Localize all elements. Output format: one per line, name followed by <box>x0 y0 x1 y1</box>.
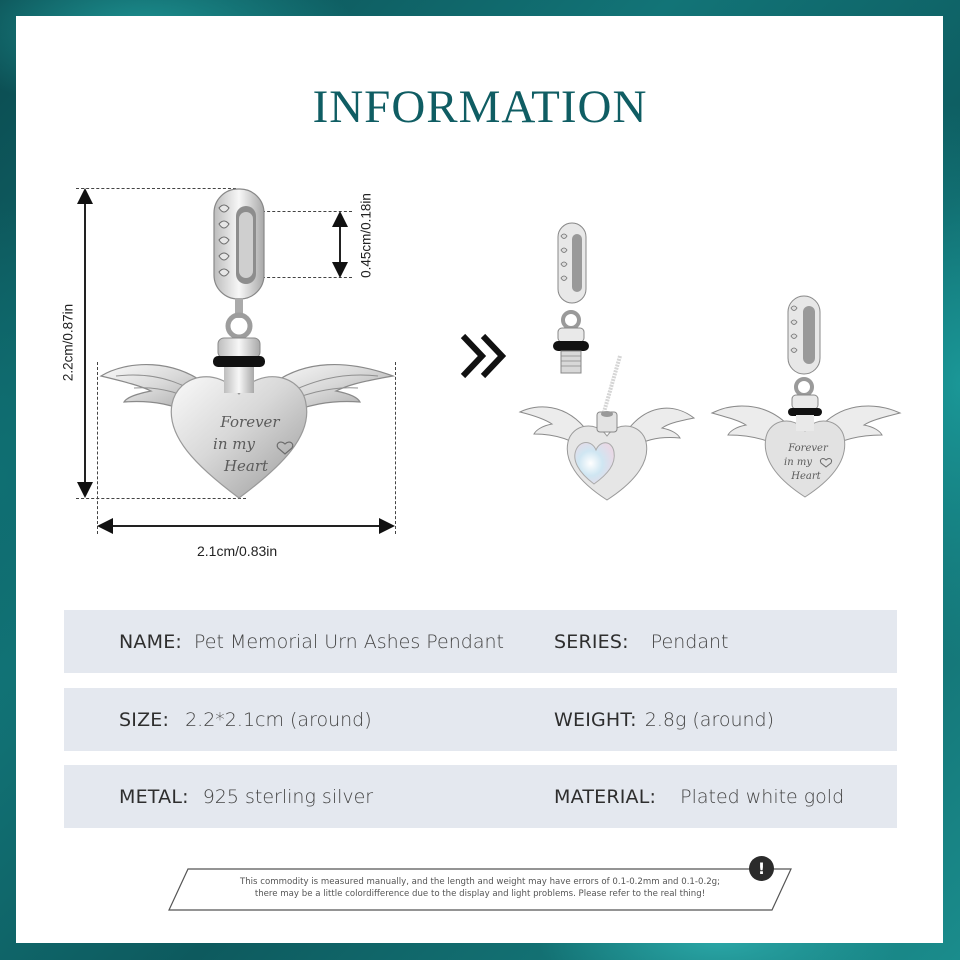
width-line <box>110 525 384 527</box>
series-label: SERIES: <box>554 630 629 653</box>
name-value: Pet Memorial Urn Ashes Pendant <box>194 630 504 653</box>
width-right-guide <box>395 362 396 534</box>
disclaimer-line-1: This commodity is measured manually, and… <box>239 877 721 887</box>
width-left-guide <box>97 362 98 534</box>
spec-row-size-weight: SIZE: 2.2*2.1cm (around) WEIGHT: 2.8g (a… <box>64 688 897 751</box>
disclaimer-text: This commodity is measured manually, and… <box>0 876 960 900</box>
weight-label: WEIGHT: <box>554 708 637 731</box>
hole-line <box>339 222 341 268</box>
double-chevron-right-icon <box>460 333 507 379</box>
metal-value: 925 sterling silver <box>202 785 374 808</box>
pendant-bail-part-image <box>553 222 589 374</box>
arrow-left-icon <box>97 518 113 534</box>
exclamation-icon: ! <box>749 856 774 881</box>
pendant-assembled-image: Forever in my Heart <box>710 295 902 498</box>
svg-text:in my: in my <box>784 457 812 468</box>
disclaimer-line-2: there may be a little colordifference du… <box>254 889 706 899</box>
width-label: 2.1cm/0.83in <box>197 543 278 559</box>
arrow-down-icon <box>332 262 348 278</box>
metal-label: METAL: <box>119 785 189 808</box>
spec-row-metal-material: METAL: 925 sterling silver MATERIAL: Pla… <box>64 765 897 828</box>
arrow-right-icon <box>379 518 395 534</box>
hole-bottom-guide <box>262 277 352 278</box>
pendant-main-image: Forever in my Heart <box>99 188 396 499</box>
svg-text:Forever: Forever <box>787 443 829 454</box>
height-top-guide <box>76 188 236 189</box>
weight-value: 2.8g (around) <box>644 708 775 731</box>
height-label: 2.2cm/0.87in <box>60 303 76 382</box>
engraving-line-1: Forever <box>219 413 280 431</box>
size-value: 2.2*2.1cm (around) <box>185 708 372 731</box>
height-line <box>84 200 86 486</box>
material-label: MATERIAL: <box>554 785 657 808</box>
engraved-heart-icon <box>276 441 294 455</box>
name-label: NAME: <box>119 630 183 653</box>
engraving-line-2: in my <box>213 435 255 453</box>
spec-row-name-series: NAME: Pet Memorial Urn Ashes Pendant SER… <box>64 610 897 673</box>
arrow-up-icon <box>332 211 348 227</box>
engraving-line-3: Heart <box>223 457 269 475</box>
disclaimer-box <box>168 868 792 911</box>
material-value: Plated white gold <box>680 785 845 808</box>
page-title: INFORMATION <box>312 81 648 133</box>
svg-text:Heart: Heart <box>790 471 821 482</box>
size-label: SIZE: <box>119 708 170 731</box>
arrow-up-icon <box>77 188 93 204</box>
hole-top-guide <box>262 211 352 212</box>
pendant-opal-body-image <box>518 355 696 501</box>
series-value: Pendant <box>650 630 729 653</box>
arrow-down-icon <box>77 482 93 498</box>
height-bottom-guide <box>76 498 246 499</box>
